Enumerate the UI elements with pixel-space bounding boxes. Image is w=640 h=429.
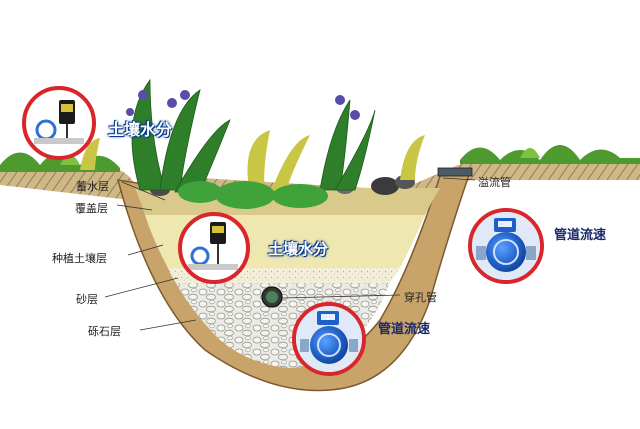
soil-moisture-sensor-top (22, 86, 96, 160)
label-sand-layer: 砂层 (76, 293, 98, 306)
label-perforated-pipe: 穿孔管 (404, 291, 437, 304)
label-planting-soil-layer: 种植土壤层 (52, 252, 107, 265)
label-overflow-pipe: 溢流管 (478, 176, 511, 189)
soil-moisture-sensor-middle (178, 212, 250, 284)
flow-meter-icon (472, 212, 540, 280)
pipe-flow-label-right: 管道流速 (554, 228, 607, 243)
moisture-probe-icon (34, 100, 84, 144)
pipe-flow-meter-bottom (292, 302, 366, 376)
flow-meter-icon (296, 306, 362, 372)
soil-moisture-label-top: 土壤水分 (108, 120, 173, 139)
label-reservoir-layer: 蓄水层 (76, 180, 109, 193)
pipe-flow-meter-right (468, 208, 544, 284)
soil-moisture-label-middle: 土壤水分 (268, 240, 329, 258)
moisture-probe-icon (188, 222, 238, 270)
label-gravel-layer: 砾石层 (88, 325, 121, 338)
label-cover-layer: 覆盖层 (75, 202, 108, 215)
pipe-flow-label-bottom: 管道流速 (378, 322, 431, 337)
